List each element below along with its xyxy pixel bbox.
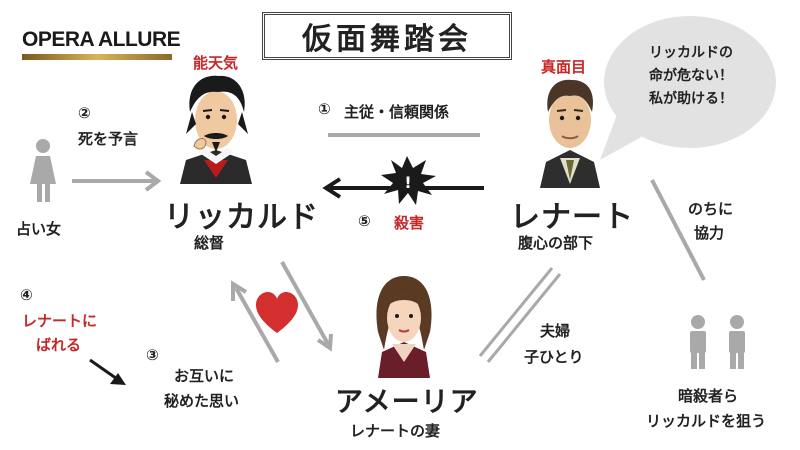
assassins-line1: 暗殺者ら xyxy=(678,387,739,405)
riccardo-role: 総督 xyxy=(194,234,225,252)
arrow-amelia-to-riccardo xyxy=(231,280,280,363)
speech-bubble-line2: 命が危ない！ xyxy=(649,68,733,84)
arrow-prophecy xyxy=(72,170,162,192)
arrow-riccardo-to-amelia xyxy=(280,261,333,352)
relation-4-line2: ばれる xyxy=(36,336,82,354)
relation-1-number: ① xyxy=(318,100,331,118)
heart-icon xyxy=(256,292,298,333)
svg-text:!: ! xyxy=(404,173,411,192)
renato-name: レナート xyxy=(510,200,634,235)
speech-bubble-line3: 私が助ける！ xyxy=(649,91,733,107)
renato-trait: 真面目 xyxy=(541,58,587,76)
renato-portrait xyxy=(540,79,600,188)
assassins-figure xyxy=(690,315,745,369)
fortune-teller-label: 占い女 xyxy=(16,220,62,238)
couple-line1: 夫婦 xyxy=(540,322,571,340)
relation-1-label: 主従・信頼関係 xyxy=(344,103,450,121)
cooperate-line1: のちに xyxy=(688,200,734,218)
speech-bubble-line1: リッカルドの xyxy=(649,45,733,61)
amelia-name: アメーリア xyxy=(335,385,479,418)
renato-role: 腹心の部下 xyxy=(518,234,594,252)
arrow-discovered xyxy=(89,358,126,385)
amelia-role: レナートの妻 xyxy=(350,422,441,440)
couple-line2: 子ひとり xyxy=(524,348,584,366)
explosion-icon: ! xyxy=(381,156,436,205)
logo: OPERA ALLURE xyxy=(22,28,181,68)
riccardo-trait: 能天気 xyxy=(193,54,239,72)
page-title: 仮面舞踏会 xyxy=(262,12,512,60)
fortune-teller-figure xyxy=(30,139,56,202)
step-2-label: 死を予言 xyxy=(78,130,139,148)
logo-text: OPERA ALLURE xyxy=(22,28,181,51)
logo-underline xyxy=(22,54,172,60)
relation-4-line1: レナートに xyxy=(22,312,98,330)
relation-5-label: 殺害 xyxy=(394,214,425,232)
speech-bubble xyxy=(600,16,776,160)
line-couple xyxy=(478,267,562,363)
speech-bubble-text: リッカルドの 命が危ない！ 私が助ける！ xyxy=(616,42,766,111)
line-cooperate xyxy=(650,179,706,281)
relation-5-number: ⑤ xyxy=(358,212,371,230)
riccardo-portrait xyxy=(180,75,252,184)
relation-3-number: ③ xyxy=(146,346,159,364)
step-2-number: ② xyxy=(78,104,91,122)
relation-3-line1: お互いに xyxy=(174,367,235,385)
relation-3-line2: 秘めた思い xyxy=(164,392,240,410)
cooperate-line2: 協力 xyxy=(694,224,725,242)
assassins-line2: リッカルドを狙う xyxy=(646,412,767,430)
relation-4-number: ④ xyxy=(20,286,33,304)
amelia-portrait xyxy=(376,276,432,378)
riccardo-name: リッカルド xyxy=(164,200,319,235)
